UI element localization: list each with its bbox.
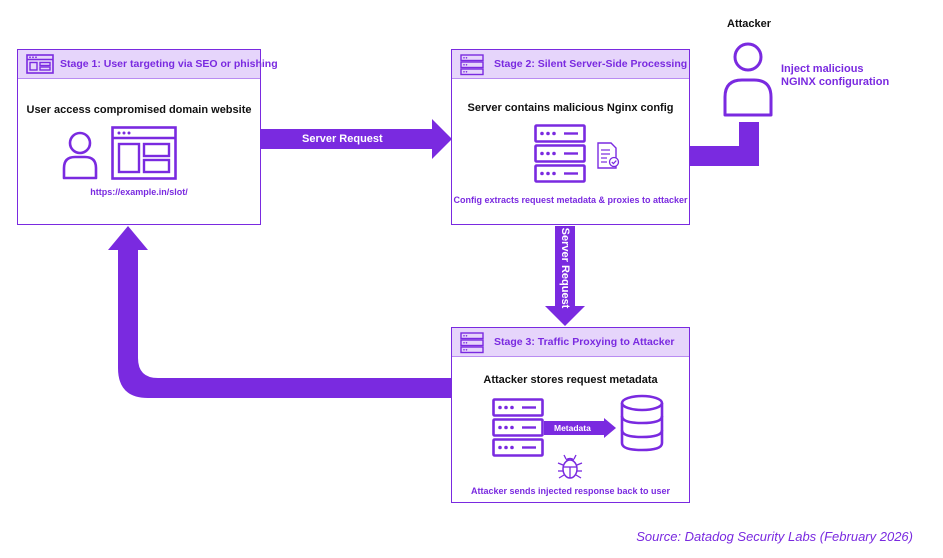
server-request-down-shaft — [555, 226, 575, 310]
stage2-header: Stage 2: Silent Server-Side Processing — [452, 50, 689, 79]
attacker-label: Attacker — [727, 18, 772, 30]
stage1-header: Stage 1: User targeting via SEO or phish… — [18, 50, 278, 79]
stage2-heading: Server contains malicious Nginx config — [467, 102, 674, 114]
server-request-arrow-shaft — [230, 129, 436, 149]
stage2-title: Stage 2: Silent Server-Side Processing — [494, 58, 688, 70]
server-icon — [534, 124, 586, 184]
stage3-heading: Attacker stores request metadata — [483, 374, 658, 386]
stage3-caption: Attacker sends injected response back to… — [470, 486, 671, 496]
server-request-down-head — [545, 306, 585, 326]
stage4-arrow-head — [108, 226, 148, 250]
bug-icon — [557, 453, 583, 481]
stage3-box: Stage 3: Traffic Proxying to Attacker At… — [451, 327, 690, 503]
inject-label: Inject malicious NGINX configuration — [781, 63, 889, 89]
server-request-arrow-head — [432, 119, 452, 159]
database-icon — [619, 394, 665, 452]
stage3-title: Stage 3: Traffic Proxying to Attacker — [494, 336, 675, 348]
stage3-header: Stage 3: Traffic Proxying to Attacker — [452, 328, 689, 357]
server-rack-icon — [460, 54, 484, 76]
user-icon — [61, 130, 99, 180]
server-request-label: Server Request — [302, 133, 383, 145]
metadata-label: Metadata — [554, 423, 591, 433]
server-request-vertical-label: Server Request — [559, 227, 571, 309]
stage2-caption: Config extracts request metadata & proxi… — [453, 195, 688, 205]
stage1-title: Stage 1: User targeting via SEO or phish… — [60, 58, 278, 70]
stage4-arrow-shaft — [118, 246, 455, 398]
metadata-arrow — [544, 418, 616, 438]
stage1-url: https://example.in/slot/ — [90, 187, 188, 197]
inject-label-line1: Inject malicious — [781, 63, 864, 75]
website-icon — [111, 126, 177, 180]
stage4-label: Stage 4: Inject Malicious Content — [232, 403, 405, 415]
source-credit: Source: Datadog Security Labs (February … — [636, 529, 913, 544]
server-icon — [492, 398, 544, 458]
stage1-heading: User access compromised domain website — [26, 104, 252, 116]
attacker-icon — [722, 42, 774, 118]
browser-window-icon — [26, 54, 54, 74]
inject-label-line2: NGINX configuration — [781, 76, 890, 88]
server-rack-icon — [460, 332, 484, 354]
config-file-icon — [596, 142, 620, 170]
stage1-box: Stage 1: User targeting via SEO or phish… — [17, 49, 278, 225]
stage2-box: Stage 2: Silent Server-Side Processing S… — [451, 49, 690, 225]
